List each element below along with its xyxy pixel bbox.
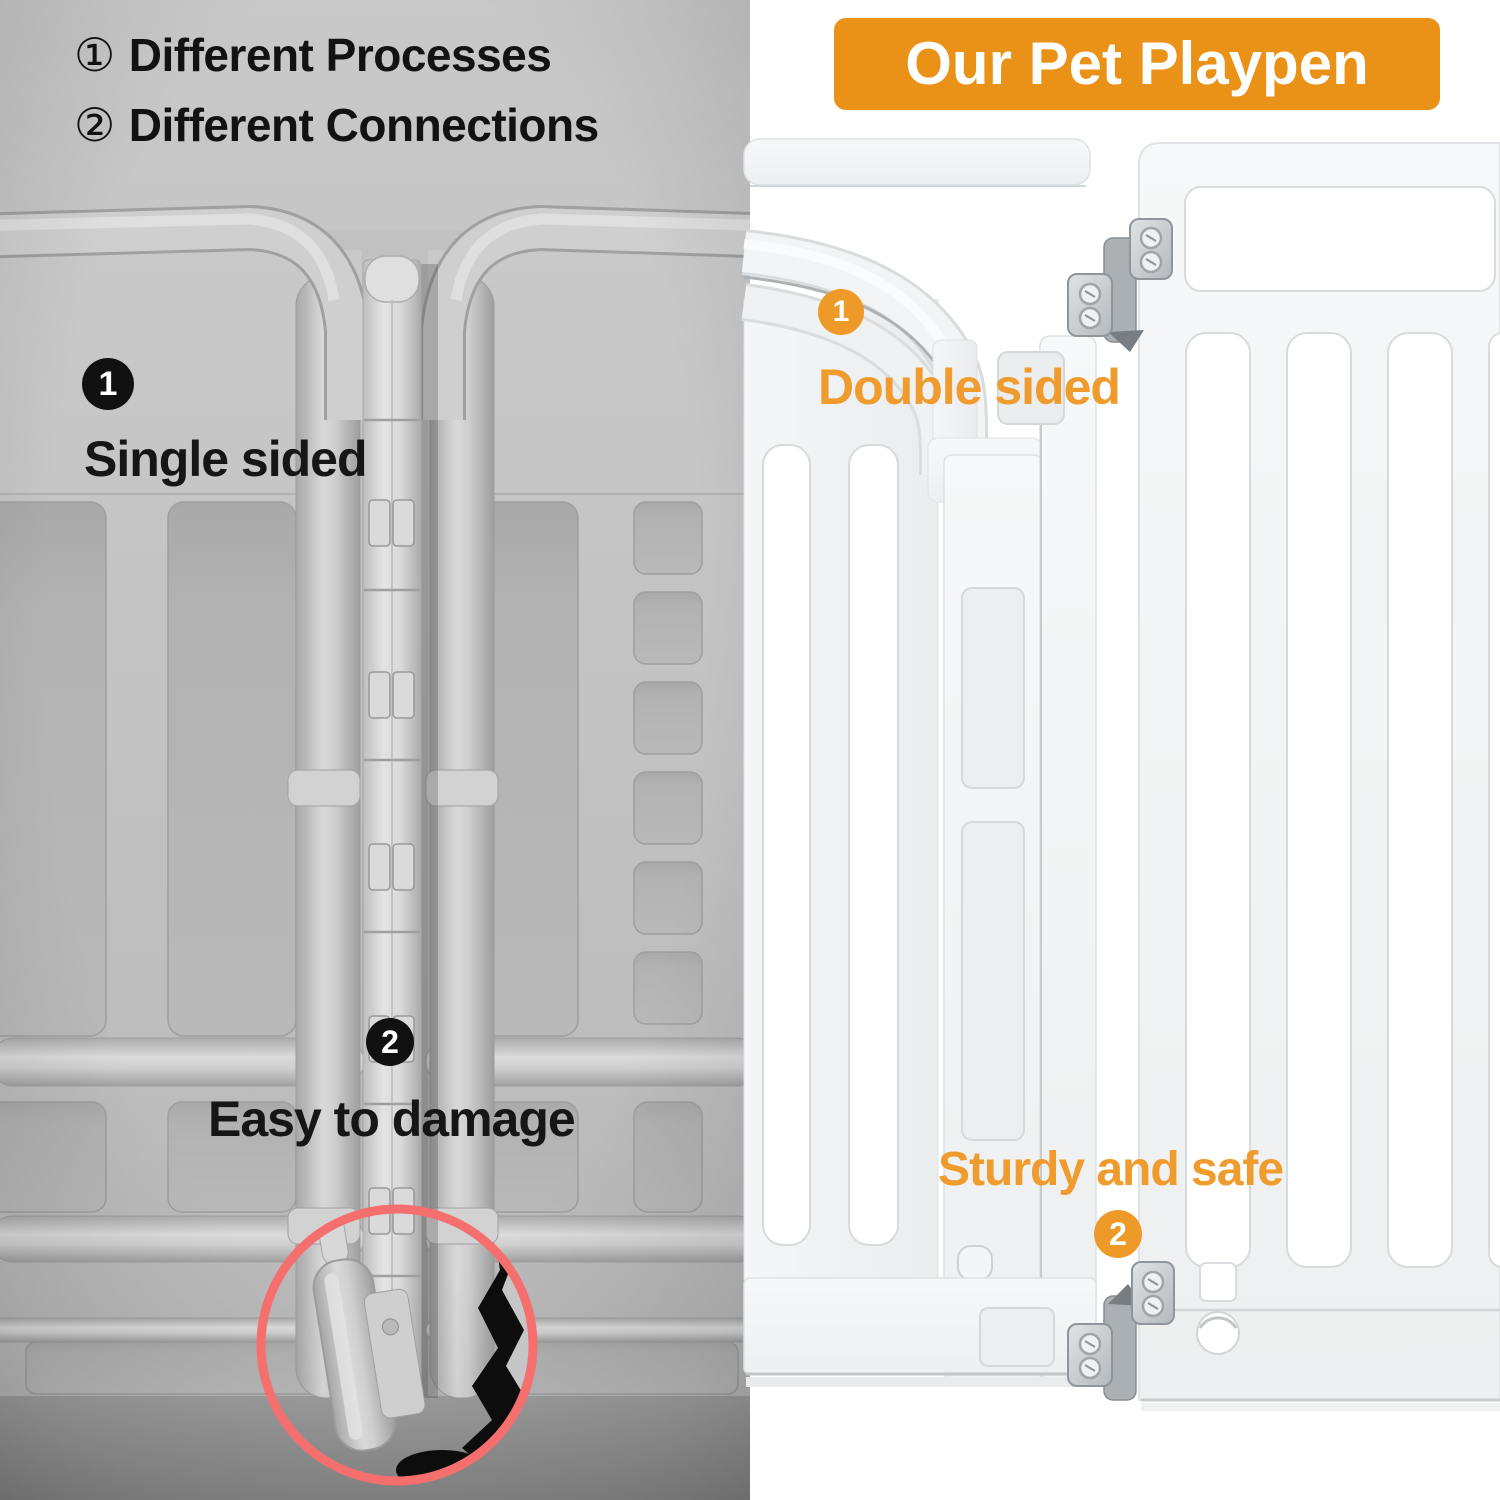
single-sided-label: Single sided <box>84 431 368 487</box>
circled-2-icon: ② <box>74 98 115 152</box>
red-highlight-circle <box>256 1204 538 1486</box>
damaged-hinge-highlight <box>256 1204 538 1486</box>
top-hinge <box>1067 218 1173 352</box>
double-sided-label: Double sided <box>818 359 1121 415</box>
black-badge-2-icon: 2 <box>366 1018 414 1066</box>
easy-to-damage-label: Easy to damage <box>208 1091 576 1147</box>
bottom-hinge <box>1067 1261 1175 1401</box>
right-photo-playpen <box>741 0 1500 1500</box>
orange-badge-2-icon: 2 <box>1094 1210 1142 1258</box>
orange-badge-1-icon: 1 <box>818 289 864 335</box>
circled-1-icon: ① <box>74 28 115 82</box>
hinge-screws <box>1078 1270 1165 1380</box>
our-pet-playpen-banner: Our Pet Playpen <box>834 18 1440 110</box>
lock-pin-hole <box>1196 1311 1240 1355</box>
black-badge-1-icon: 1 <box>82 358 134 410</box>
broken-hinge-barrel <box>312 1214 426 1452</box>
header-label-1: Different Processes <box>128 29 552 81</box>
left-photo-grayscale <box>0 0 781 1500</box>
sturdy-and-safe-label: Sturdy and safe <box>938 1143 1284 1196</box>
door-panel <box>741 138 1097 1387</box>
barred-panel <box>1138 142 1500 1411</box>
header-label-2: Different Connections <box>128 99 599 151</box>
